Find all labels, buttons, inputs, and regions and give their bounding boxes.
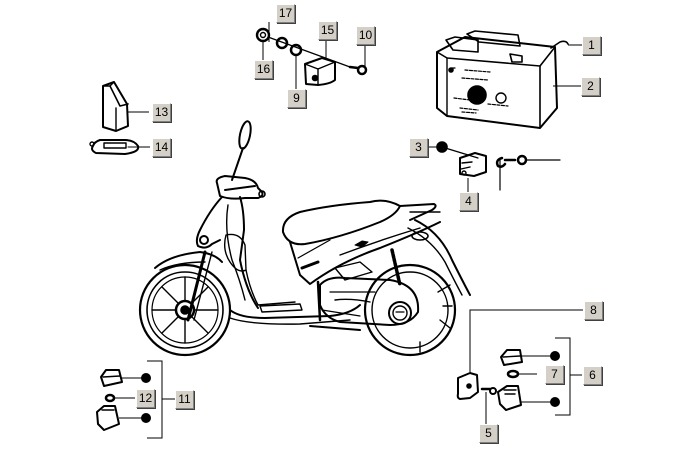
battery-cover-illustration <box>102 81 129 132</box>
callout-part-7[interactable]: 7 <box>545 365 564 384</box>
leader-lines <box>114 22 583 439</box>
callout-part-11[interactable]: 11 <box>175 390 194 409</box>
callout-part-9[interactable]: 9 <box>287 89 306 108</box>
battery-illustration <box>436 30 569 129</box>
callout-part-8[interactable]: 8 <box>584 301 603 320</box>
callout-part-4[interactable]: 4 <box>459 192 478 211</box>
relay-assembly-illustration <box>436 141 561 191</box>
connector-group-left-illustration <box>96 369 123 431</box>
callout-part-3[interactable]: 3 <box>409 138 428 157</box>
callout-part-1[interactable]: 1 <box>582 36 601 55</box>
callout-part-5[interactable]: 5 <box>479 424 498 443</box>
callout-part-14[interactable]: 14 <box>152 138 171 157</box>
connector-group-right-illustration <box>456 349 523 411</box>
callout-part-6[interactable]: 6 <box>583 366 602 385</box>
callout-part-15[interactable]: 15 <box>318 21 337 40</box>
callout-part-17[interactable]: 17 <box>276 4 295 23</box>
callout-part-16[interactable]: 16 <box>254 60 273 79</box>
callout-part-12[interactable]: 12 <box>136 389 155 408</box>
relay-mounting-hardware-illustration <box>255 27 368 86</box>
callout-part-10[interactable]: 10 <box>356 26 375 45</box>
callout-part-13[interactable]: 13 <box>152 103 171 122</box>
bullet-markers <box>141 351 560 423</box>
callout-part-2[interactable]: 2 <box>581 77 600 96</box>
battery-tray-illustration <box>89 139 141 155</box>
scooter-illustration <box>138 120 471 357</box>
